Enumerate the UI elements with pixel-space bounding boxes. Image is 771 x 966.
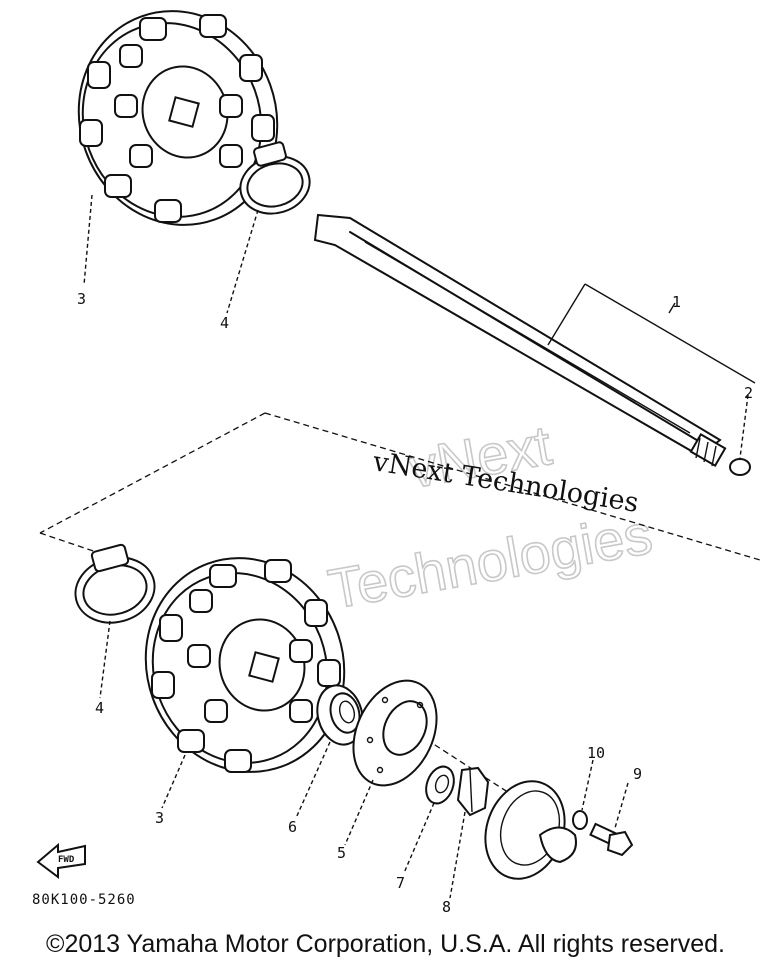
- watermark-outline-line2: Technologies: [324, 502, 657, 621]
- label-part-4-top: 4: [220, 314, 229, 332]
- sprocket-top: [77, 10, 279, 286]
- bolt: [589, 782, 634, 857]
- label-part-1: 1: [672, 293, 681, 311]
- label-part-9: 9: [633, 765, 642, 783]
- shaft-plug: [729, 394, 751, 476]
- nut: [449, 766, 490, 899]
- forward-arrow-icon: FWD: [36, 842, 86, 879]
- shaft-housing: [484, 780, 577, 880]
- lock-washer: [572, 759, 594, 830]
- part-labels: 1 2 3 4 4 3 6 5 7 8 10 9: [77, 290, 753, 916]
- label-part-7: 7: [396, 874, 405, 892]
- clamp-bottom: [74, 543, 156, 699]
- bearing-flange: [344, 679, 438, 846]
- bearing: [295, 684, 364, 819]
- clamp-top: [226, 141, 311, 314]
- label-part-2: 2: [744, 384, 753, 402]
- copyright-notice: ©2013 Yamaha Motor Corporation, U.S.A. A…: [46, 930, 725, 958]
- label-part-5: 5: [337, 844, 346, 862]
- sprocket-bottom: [144, 557, 346, 809]
- drive-shaft: [313, 213, 756, 468]
- label-part-3-top: 3: [77, 290, 86, 308]
- label-part-3-bottom: 3: [155, 809, 164, 827]
- label-part-6: 6: [288, 818, 297, 836]
- label-part-8: 8: [442, 898, 451, 916]
- washer: [403, 765, 455, 874]
- label-part-4-bottom: 4: [95, 699, 104, 717]
- label-part-10: 10: [587, 744, 605, 762]
- fwd-label: FWD: [58, 855, 75, 865]
- diagram-code: 80K100-5260: [32, 892, 136, 908]
